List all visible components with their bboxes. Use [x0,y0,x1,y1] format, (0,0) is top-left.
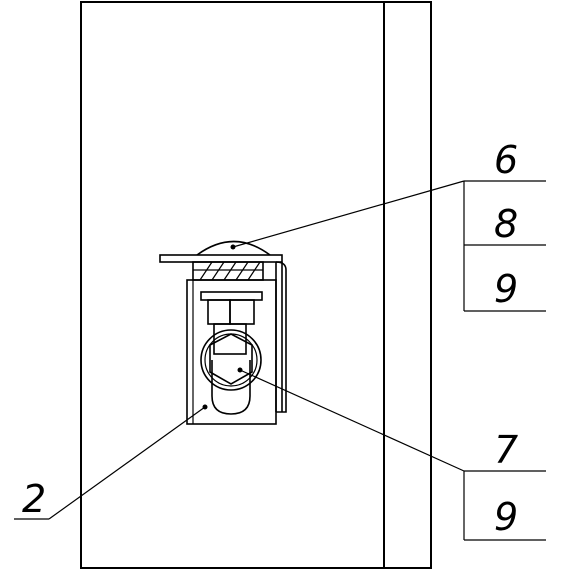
slot-hole [211,360,251,415]
nut-right [229,299,255,325]
bolt-head-circle [200,329,262,391]
mounting-plate [186,279,277,425]
panel-outline [80,1,432,569]
callout-bottom-1: 7 [494,428,518,472]
callout-top-3: 9 [494,267,518,311]
clamp-block [192,261,264,281]
leader-bottom [239,369,465,472]
leader-top [232,180,465,248]
callout-top-1: 6 [494,138,518,182]
callout-left-label: 2 [22,477,46,521]
leader-left [48,406,206,520]
dome-cap [196,240,271,256]
clamp-hatching [193,261,263,281]
top-plate [159,254,283,263]
leader-left-dot [202,404,208,410]
bracket-assembly [159,240,287,425]
leader-top-dot [230,244,236,250]
callout-bottom-2: 9 [494,495,518,539]
nut-left [207,299,231,325]
bolt-hex [209,333,253,385]
leader-bottom-dot [237,367,243,373]
callout-stack-bottom: 7 9 [463,428,546,541]
callout-stack-top: 6 8 9 [463,138,546,312]
leader-lines [14,180,465,520]
callout-top-2: 8 [494,202,518,246]
washer [200,291,263,301]
